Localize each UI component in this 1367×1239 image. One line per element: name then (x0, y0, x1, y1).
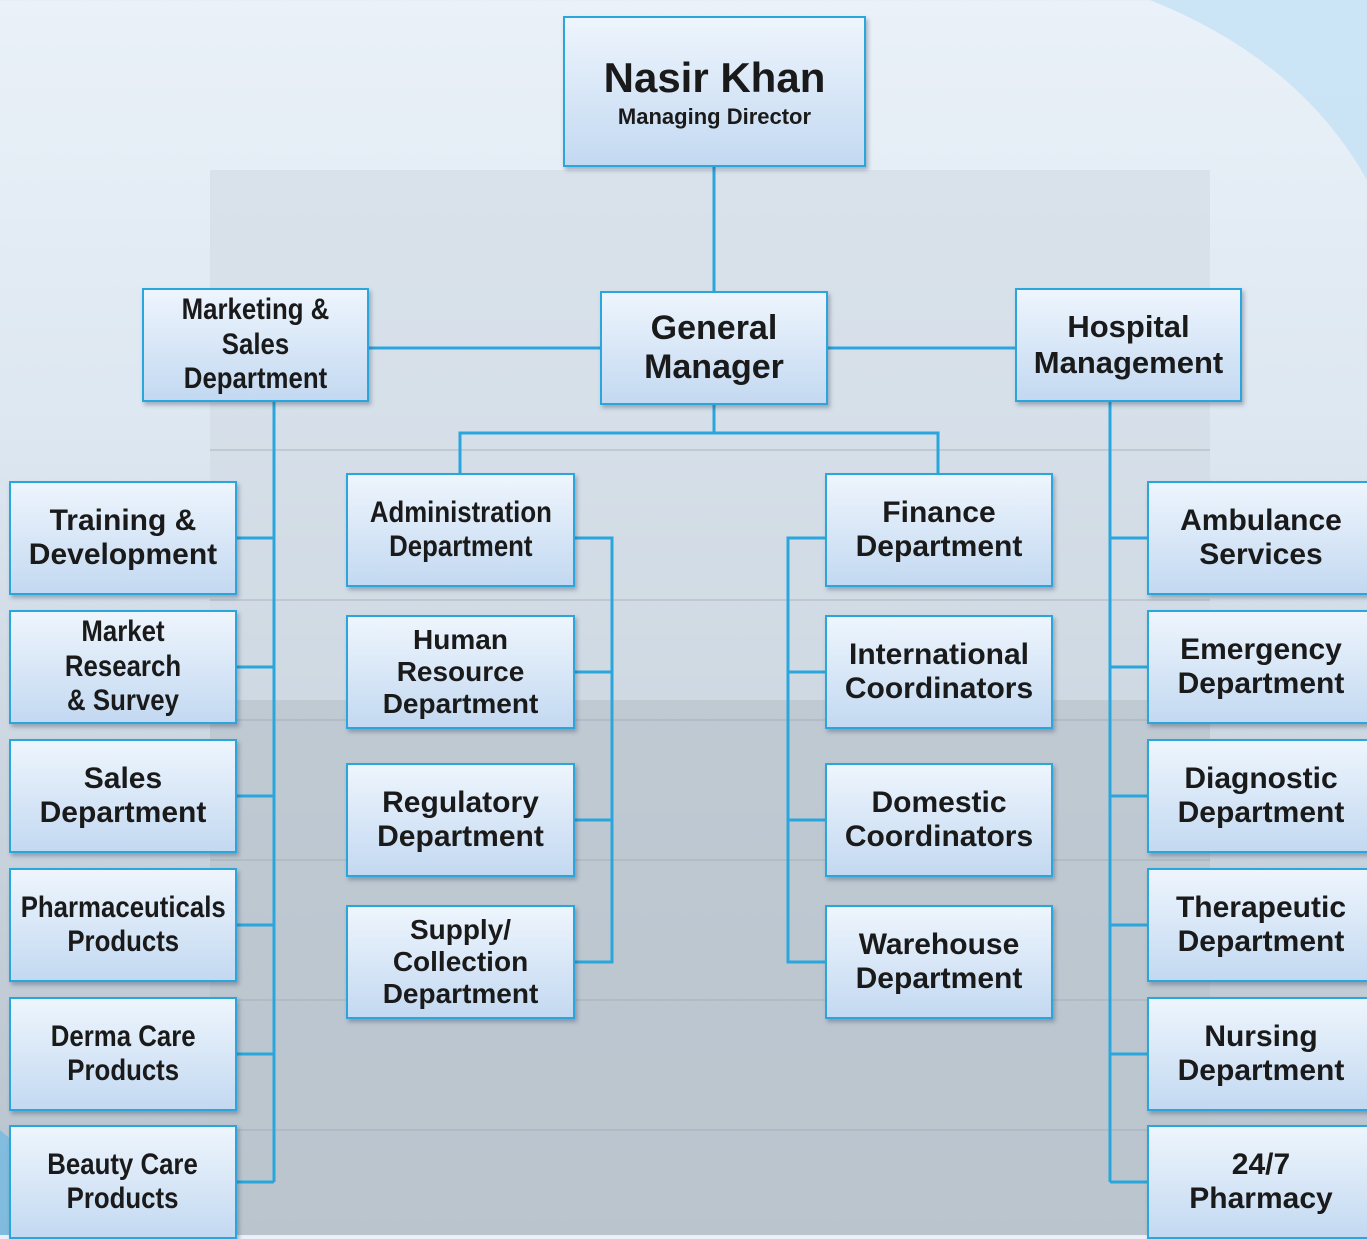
general-manager-box: General Manager (600, 291, 828, 405)
hospital-management-label: Hospital Management (1033, 309, 1224, 380)
node-label: Therapeutic Department (1175, 890, 1347, 959)
node-label: Domestic Coordinators (844, 785, 1034, 854)
node-label: International Coordinators (844, 637, 1034, 706)
marketing-sales-box: Marketing & Sales Department (142, 288, 369, 402)
connector-gm-finance (714, 431, 940, 473)
nursing-department-box: Nursing Department (1147, 997, 1367, 1111)
node-label: Administration Department (369, 495, 552, 564)
warehouse-department-box: Warehouse Department (825, 905, 1053, 1019)
hospital-management-box: Hospital Management (1015, 288, 1242, 402)
node-label: Training & Development (28, 503, 218, 572)
marketing-sales-label: Marketing & Sales Department (181, 293, 330, 396)
director-role: Managing Director (617, 104, 812, 129)
node-label: Supply/ Collection Department (382, 913, 539, 1010)
node-label: Pharmaceuticals Products (20, 890, 226, 959)
node-label: Ambulance Services (1180, 503, 1342, 572)
international-coordinators-box: International Coordinators (825, 615, 1053, 729)
administration-department-box: Administration Department (346, 473, 575, 587)
node-label: Human Resource Department (382, 623, 539, 720)
node-label: 24/7 Pharmacy (1189, 1147, 1333, 1216)
node-label: Nursing Department (1177, 1019, 1345, 1088)
ambulance-services-box: Ambulance Services (1147, 481, 1367, 595)
connector-admin-spine (575, 536, 614, 964)
node-label: Diagnostic Department (1177, 761, 1345, 830)
domestic-coordinators-box: Domestic Coordinators (825, 763, 1053, 877)
sales-department-box: Sales Department (9, 739, 237, 853)
training-development-box: Training & Development (9, 481, 237, 595)
derma-care-box: Derma Care Products (9, 997, 237, 1111)
connector-finance-spine (786, 536, 825, 964)
node-label: Market Research & Survey (64, 615, 182, 718)
supply-collection-box: Supply/ Collection Department (346, 905, 575, 1019)
node-label: Beauty Care Products (47, 1147, 199, 1216)
director-name: Nasir Khan (603, 53, 826, 101)
pharmacy-box: 24/7 Pharmacy (1147, 1125, 1367, 1239)
node-label: Emergency Department (1177, 632, 1345, 701)
connector-gm-admin (458, 404, 716, 473)
node-label: Derma Care Products (50, 1019, 196, 1088)
regulatory-department-box: Regulatory Department (346, 763, 575, 877)
managing-director-box: Nasir Khan Managing Director (563, 16, 866, 167)
diagnostic-department-box: Diagnostic Department (1147, 739, 1367, 853)
beauty-care-box: Beauty Care Products (9, 1125, 237, 1239)
node-label: Sales Department (39, 761, 207, 830)
node-label: Finance Department (855, 495, 1023, 564)
finance-department-box: Finance Department (825, 473, 1053, 587)
pharmaceuticals-products-box: Pharmaceuticals Products (9, 868, 237, 982)
therapeutic-department-box: Therapeutic Department (1147, 868, 1367, 982)
emergency-department-box: Emergency Department (1147, 610, 1367, 724)
general-manager-label: General Manager (644, 308, 784, 386)
node-label: Warehouse Department (855, 927, 1023, 996)
human-resource-box: Human Resource Department (346, 615, 575, 729)
node-label: Regulatory Department (377, 785, 544, 854)
market-research-box: Market Research & Survey (9, 610, 237, 724)
